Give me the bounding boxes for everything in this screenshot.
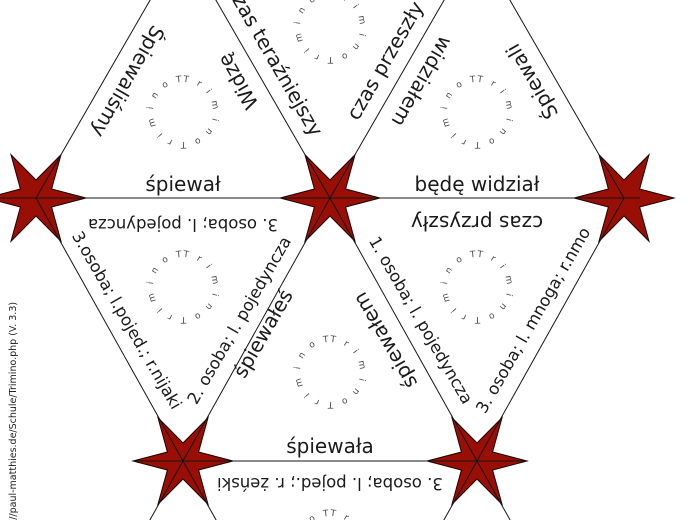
tile6-top-label: czas przyszły <box>411 211 543 235</box>
tile1-right-label: Widzę <box>212 49 263 113</box>
tile-edges <box>0 0 640 520</box>
tile-labels: Śpiewaliśmy Widzę śpiewał czas teraźniej… <box>68 0 594 493</box>
tile7-top-label: 3. osoba; l. pojed.; r. żeński <box>217 474 443 493</box>
tile3-bottom-label: będę widział <box>415 172 540 196</box>
trimino-circle-logo: T r i m i n o T r i m i n o T r i m i n … <box>0 0 367 64</box>
footer-url-version: ://paul-matthies.de/Schule/Trimino.php (… <box>8 302 19 520</box>
tile4-top-label: 3. osoba; l. pojedyncza <box>88 215 278 234</box>
tile5-bottom-label: śpiewała <box>286 434 374 458</box>
tile1-bottom-label: śpiewał <box>145 172 221 196</box>
